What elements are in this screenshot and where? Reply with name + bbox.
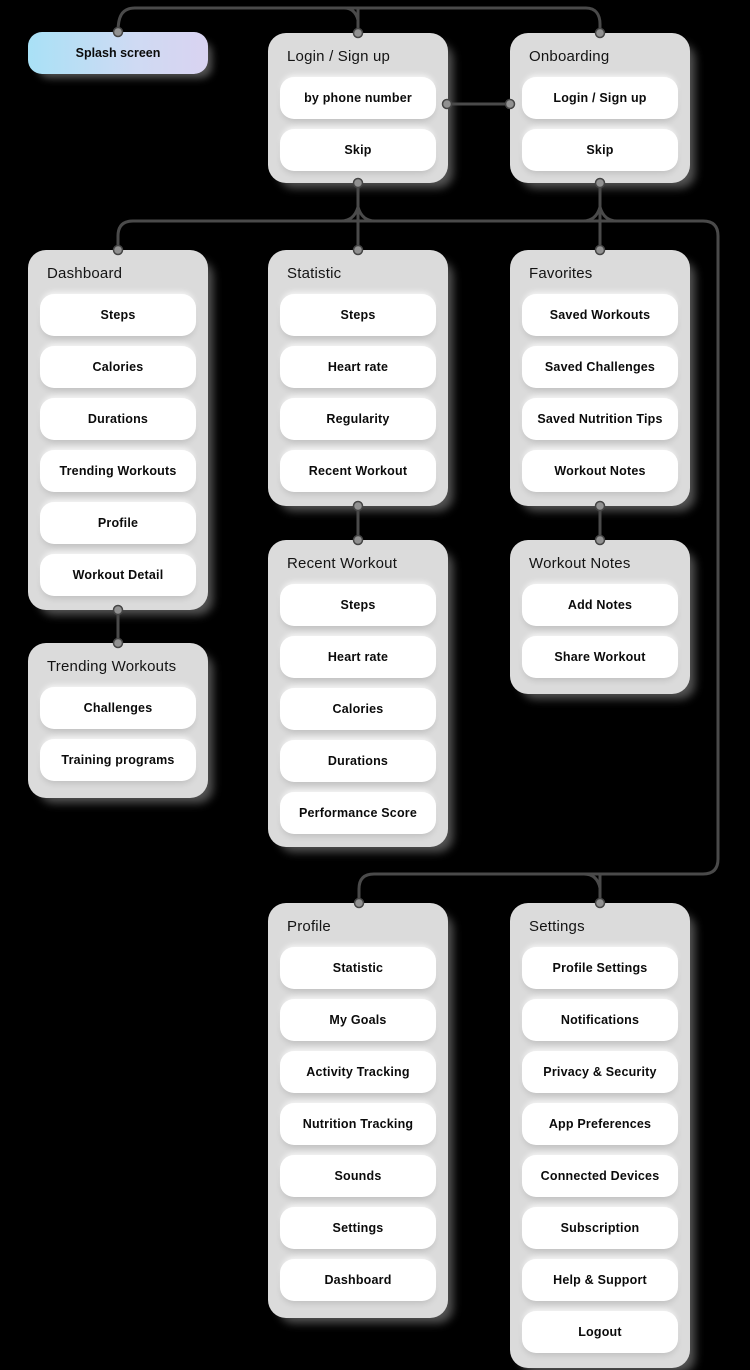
node-settings[interactable]: Settings: [280, 1207, 436, 1249]
node-activity-tracking[interactable]: Activity Tracking: [280, 1051, 436, 1093]
card-trending-workouts[interactable]: Trending Workouts Challenges Training pr…: [28, 643, 208, 798]
wire-junction-arc: [581, 205, 602, 223]
node-steps[interactable]: Steps: [280, 584, 436, 626]
node-stack: Login / Sign up Skip: [522, 77, 678, 171]
node-skip[interactable]: Skip: [280, 129, 436, 171]
wire-junction-arc: [598, 205, 619, 223]
node-notifications[interactable]: Notifications: [522, 999, 678, 1041]
node-calories[interactable]: Calories: [40, 346, 196, 388]
node-profile[interactable]: Profile: [40, 502, 196, 544]
card-onboarding[interactable]: Onboarding Login / Sign up Skip: [510, 33, 690, 183]
node-saved-nutrition-tips[interactable]: Saved Nutrition Tips: [522, 398, 678, 440]
node-stack: Steps Heart rate Calories Durations Perf…: [280, 584, 436, 834]
node-stack: by phone number Skip: [280, 77, 436, 171]
node-nutrition-tracking[interactable]: Nutrition Tracking: [280, 1103, 436, 1145]
splash-screen-label: Splash screen: [75, 46, 161, 60]
node-stack: Steps Heart rate Regularity Recent Worko…: [280, 294, 436, 492]
node-challenges[interactable]: Challenges: [40, 687, 196, 729]
node-app-preferences[interactable]: App Preferences: [522, 1103, 678, 1145]
node-calories[interactable]: Calories: [280, 688, 436, 730]
node-my-goals[interactable]: My Goals: [280, 999, 436, 1041]
card-title: Dashboard: [47, 265, 123, 282]
node-workout-detail[interactable]: Workout Detail: [40, 554, 196, 596]
node-regularity[interactable]: Regularity: [280, 398, 436, 440]
node-saved-challenges[interactable]: Saved Challenges: [522, 346, 678, 388]
node-training-programs[interactable]: Training programs: [40, 739, 196, 781]
node-steps[interactable]: Steps: [280, 294, 436, 336]
node-by-phone-number[interactable]: by phone number: [280, 77, 436, 119]
card-statistic[interactable]: Statistic Steps Heart rate Regularity Re…: [268, 250, 448, 506]
card-title: Recent Workout: [287, 555, 398, 572]
node-logout[interactable]: Logout: [522, 1311, 678, 1353]
card-title: Profile: [287, 918, 331, 935]
wire-top-rail: [116, 6, 602, 35]
card-settings[interactable]: Settings Profile Settings Notifications …: [510, 903, 690, 1368]
card-title: Favorites: [529, 265, 593, 282]
node-stack: Steps Calories Durations Trending Workou…: [40, 294, 196, 596]
node-share-workout[interactable]: Share Workout: [522, 636, 678, 678]
node-subscription[interactable]: Subscription: [522, 1207, 678, 1249]
node-stack: Add Notes Share Workout: [522, 584, 678, 678]
wire-top-drop-arc: [342, 6, 360, 22]
card-splash-screen[interactable]: Splash screen: [28, 32, 208, 74]
wire-junction-arc: [356, 205, 377, 223]
node-login-signup[interactable]: Login / Sign up: [522, 77, 678, 119]
card-dashboard[interactable]: Dashboard Steps Calories Durations Trend…: [28, 250, 208, 610]
node-trending-workouts[interactable]: Trending Workouts: [40, 450, 196, 492]
node-stack: Challenges Training programs: [40, 687, 196, 781]
node-stack: Statistic My Goals Activity Tracking Nut…: [280, 947, 436, 1301]
node-profile-settings[interactable]: Profile Settings: [522, 947, 678, 989]
card-title: Settings: [529, 918, 585, 935]
node-recent-workout[interactable]: Recent Workout: [280, 450, 436, 492]
card-profile[interactable]: Profile Statistic My Goals Activity Trac…: [268, 903, 448, 1318]
card-title: Workout Notes: [529, 555, 631, 572]
wire-junction-arc: [339, 205, 360, 223]
node-skip[interactable]: Skip: [522, 129, 678, 171]
node-statistic[interactable]: Statistic: [280, 947, 436, 989]
card-login-signup[interactable]: Login / Sign up by phone number Skip: [268, 33, 448, 183]
node-stack: Profile Settings Notifications Privacy &…: [522, 947, 678, 1353]
card-title: Onboarding: [529, 48, 610, 65]
node-sounds[interactable]: Sounds: [280, 1155, 436, 1197]
node-dashboard[interactable]: Dashboard: [280, 1259, 436, 1301]
node-privacy-security[interactable]: Privacy & Security: [522, 1051, 678, 1093]
node-durations[interactable]: Durations: [40, 398, 196, 440]
node-add-notes[interactable]: Add Notes: [522, 584, 678, 626]
card-favorites[interactable]: Favorites Saved Workouts Saved Challenge…: [510, 250, 690, 506]
node-stack: Saved Workouts Saved Challenges Saved Nu…: [522, 294, 678, 492]
node-help-support[interactable]: Help & Support: [522, 1259, 678, 1301]
card-title: Trending Workouts: [47, 658, 177, 675]
card-title: Login / Sign up: [287, 48, 391, 65]
wire-junction-arc: [582, 872, 602, 890]
node-heart-rate[interactable]: Heart rate: [280, 636, 436, 678]
node-connected-devices[interactable]: Connected Devices: [522, 1155, 678, 1197]
node-heart-rate[interactable]: Heart rate: [280, 346, 436, 388]
node-saved-workouts[interactable]: Saved Workouts: [522, 294, 678, 336]
node-steps[interactable]: Steps: [40, 294, 196, 336]
node-performance-score[interactable]: Performance Score: [280, 792, 436, 834]
card-workout-notes[interactable]: Workout Notes Add Notes Share Workout: [510, 540, 690, 694]
node-workout-notes[interactable]: Workout Notes: [522, 450, 678, 492]
card-title: Statistic: [287, 265, 342, 282]
card-recent-workout[interactable]: Recent Workout Steps Heart rate Calories…: [268, 540, 448, 847]
node-durations[interactable]: Durations: [280, 740, 436, 782]
